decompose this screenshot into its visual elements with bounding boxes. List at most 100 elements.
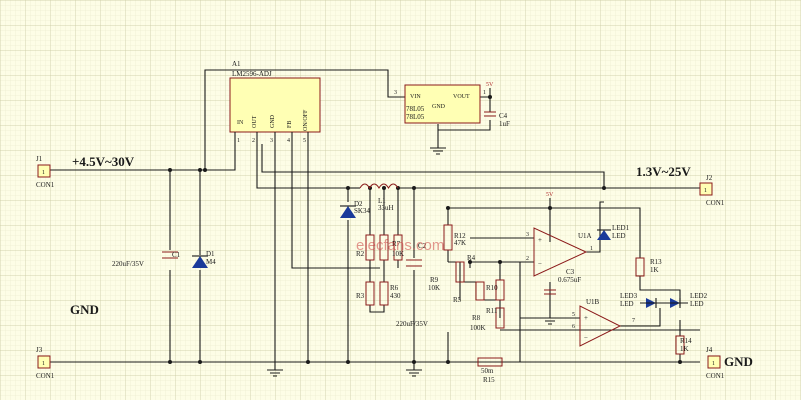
r10-ref: R10 [486, 284, 498, 292]
ldo-pin-3: 3 [394, 90, 397, 96]
led-led2: LED2 LED [660, 292, 708, 308]
output-voltage-label: 1.3V~25V [636, 164, 691, 179]
svg-text:1: 1 [42, 361, 45, 367]
r13-ref: R13 [650, 258, 662, 266]
svg-text:C3: C3 [566, 268, 575, 276]
ldo-part: 78L05 [406, 113, 425, 121]
svg-text:1: 1 [42, 170, 45, 176]
connector-j4: 1 J4 CON1 [706, 346, 725, 380]
u1a-ref: U1A [578, 232, 592, 240]
resistor-r13 [635, 257, 645, 277]
svg-text:LED2: LED2 [690, 292, 708, 300]
c4-value: 1uF [499, 120, 510, 128]
opamp-u1a: + − 3 2 1 U1A [526, 227, 593, 277]
input-voltage-label: +4.5V~30V [72, 154, 135, 169]
r11-ref: R11 [486, 307, 498, 315]
c1-value: 220uF/35V [112, 260, 144, 268]
svg-text:D2: D2 [354, 200, 363, 208]
capacitor-c3: C3 0.675uF [544, 268, 581, 295]
pin-label-out: OUT [252, 115, 258, 128]
c2-value: 220uF/35V [396, 320, 428, 328]
pin-label-gnd: GND [270, 114, 276, 128]
j1-type: CON1 [36, 181, 55, 189]
gnd-label-left: GND [70, 302, 99, 317]
svg-text:6: 6 [572, 324, 575, 330]
r8-ref: R8 [472, 314, 481, 322]
ldo-pin-1: 1 [483, 90, 486, 96]
c4-ref: C4 [499, 112, 508, 120]
r6-value: 430 [390, 292, 401, 300]
inductor-l1: L1 33uH [359, 183, 399, 212]
ldo-78l05: VIN VOUT GND 3 1 78L05 78L05 5V [394, 82, 494, 155]
ldo-gnd: GND [432, 104, 446, 110]
svg-text:−: − [584, 334, 588, 342]
r8-value: 100K [470, 324, 486, 332]
svg-text:LED: LED [620, 300, 634, 308]
connector-j2: 1 J2 CON1 [699, 174, 725, 207]
ldo-vin: VIN [410, 94, 421, 100]
capacitor-c4: C4 1uF [484, 111, 510, 128]
r12-value: 47K [454, 239, 466, 247]
r7-value: 10K [392, 250, 404, 258]
sense-network: R12 47K R9 10K R4 R5 R10 R11 R8 100K 50m… [428, 224, 505, 384]
regulator-part: LM2596-ADJ [232, 70, 272, 78]
d1-value: M4 [206, 258, 216, 266]
pin-num-5: 5 [303, 138, 306, 144]
j4-ref: J4 [706, 346, 713, 354]
j2-ref: J2 [706, 174, 713, 182]
connector-j1: 1 J1 CON1 [36, 155, 55, 189]
svg-text:2: 2 [526, 256, 529, 262]
svg-text:1: 1 [712, 361, 715, 367]
resistor-network: R2 R3 R6 430 R7 10K [356, 234, 404, 306]
capacitor-c1: C1 220uF/35V [112, 251, 181, 268]
pin-num-1: 1 [237, 138, 240, 144]
c3-value: 0.675uF [558, 276, 581, 284]
d2-value: SK34 [354, 207, 370, 215]
resistor-r14 [675, 335, 685, 355]
r9-value: 10K [428, 284, 440, 292]
svg-text:LED: LED [612, 232, 626, 240]
r6-ref: R6 [390, 284, 399, 292]
j2-type: CON1 [706, 199, 725, 207]
ldo-ref: 78L05 [406, 105, 425, 113]
svg-text:LED3: LED3 [620, 292, 638, 300]
pin-num-3: 3 [270, 138, 273, 144]
j1-ref: J1 [36, 155, 43, 163]
junctions [168, 95, 682, 364]
ldo-vout: VOUT [453, 94, 470, 100]
pin-num-2: 2 [252, 138, 255, 144]
svg-text:C1: C1 [172, 251, 181, 259]
svg-text:+: + [538, 236, 542, 244]
svg-text:+: + [584, 314, 588, 322]
svg-text:1: 1 [590, 246, 593, 252]
pin-label-fb: FB [287, 121, 293, 128]
r7-ref: R7 [392, 240, 401, 248]
regulator-ref: A1 [232, 60, 241, 68]
gnd-label-right: GND [724, 354, 753, 369]
pin-num-4: 4 [287, 138, 290, 144]
r3-ref: R3 [356, 292, 365, 300]
svg-text:5: 5 [572, 312, 575, 318]
svg-text:D1: D1 [206, 250, 215, 258]
svg-text:LED1: LED1 [612, 224, 630, 232]
ground-symbols [267, 317, 558, 377]
svg-text:C2: C2 [418, 242, 427, 250]
watermark: elecfans.com [356, 237, 444, 254]
j3-ref: J3 [36, 346, 43, 354]
r14-ref: R14 [680, 337, 692, 345]
svg-text:1: 1 [704, 188, 707, 194]
led-led3: LED3 LED [620, 292, 660, 308]
r13-value: 1K [650, 266, 659, 274]
diode-d2: D2 SK34 [340, 200, 370, 218]
regulator-lm2596: A1 LM2596-ADJ IN OUT GND FB ON/OFF 1 2 3… [229, 60, 321, 144]
l1-value: 33uH [378, 204, 394, 212]
j3-type: CON1 [36, 372, 55, 380]
ldo-5v-label: 5V [486, 82, 494, 88]
r15-ref: R15 [483, 376, 495, 384]
r15-value: 50m [481, 367, 494, 375]
diode-d1: D1 M4 [192, 250, 216, 268]
connector-j3: 1 J3 CON1 [36, 346, 55, 380]
